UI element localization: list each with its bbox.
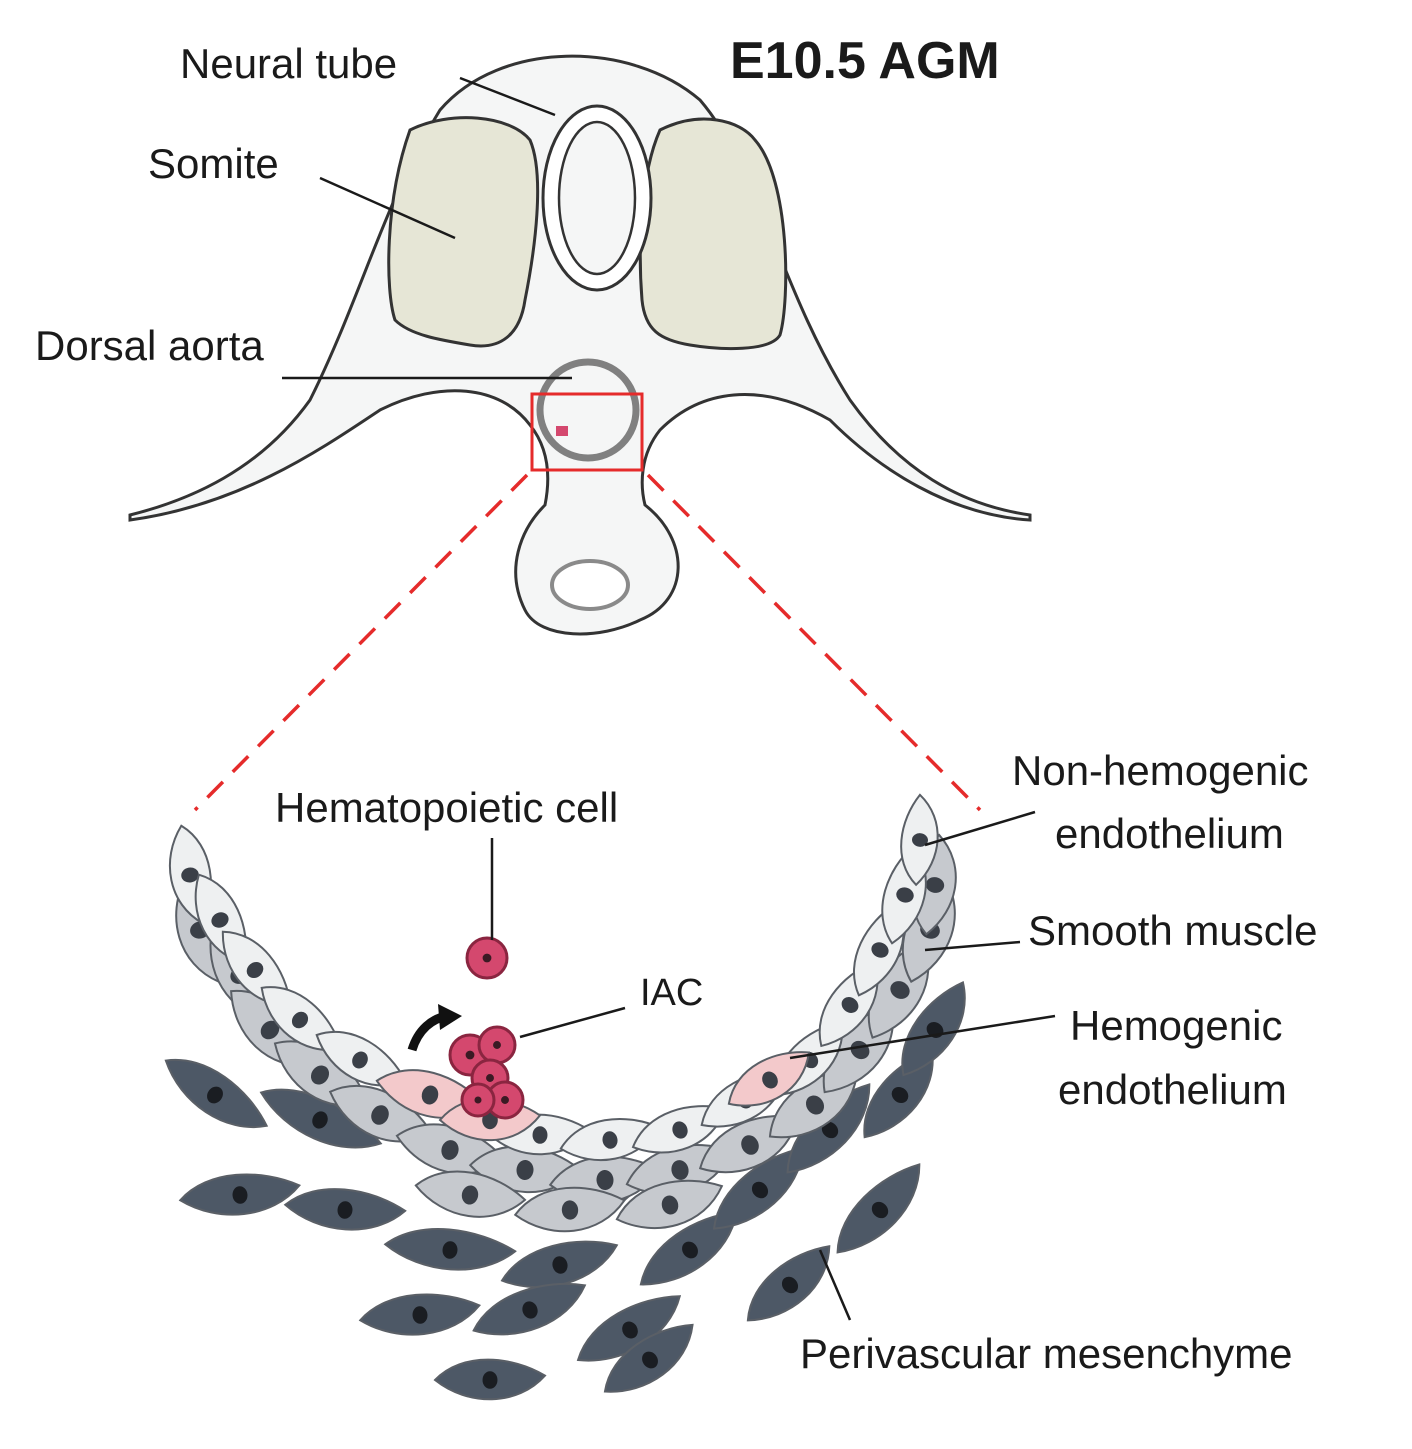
zoom-line-left [193, 473, 529, 812]
dorsal-aorta [536, 358, 640, 462]
label-hemogenic-2: endothelium [1058, 1066, 1287, 1113]
mesenchyme-cell [283, 1188, 407, 1231]
label-hemogenic-1: Hemogenic [1070, 1002, 1282, 1049]
figure-title: E10.5 AGM [730, 32, 1000, 90]
smooth-muscle-cell [414, 1170, 527, 1218]
somite-left [387, 116, 540, 348]
leader-neural-tube [459, 76, 556, 117]
label-somite: Somite [148, 140, 279, 187]
hemogenic-endothelial-cell [727, 1051, 811, 1107]
label-neural-tube: Neural tube [180, 40, 397, 87]
leader-non-hemogenic [924, 810, 1036, 847]
somite-right [638, 117, 788, 350]
mesenchyme-cell [259, 1088, 383, 1149]
label-smooth-muscle: Smooth muscle [1028, 907, 1317, 954]
smooth-muscle-cell [513, 1186, 626, 1233]
label-iac: IAC [640, 972, 703, 1014]
zoom-box [530, 392, 644, 472]
iac-mini [556, 426, 568, 436]
label-hematopoietic-cell: Hematopoietic cell [275, 784, 618, 831]
zoom-line-right [646, 473, 982, 812]
mesenchyme-cell [383, 1228, 517, 1271]
leader-smooth-muscle [924, 940, 1021, 952]
mesenchyme-cell [836, 1163, 921, 1254]
arrow-head-icon [438, 1004, 462, 1030]
endothelial-cell [900, 793, 939, 887]
vessel-wall-detail [164, 793, 966, 1401]
embryo-cross-section [128, 54, 1032, 812]
mesenchyme-cell [178, 1173, 301, 1216]
gut-structure [550, 559, 630, 611]
label-non-hemogenic-2: endothelium [1055, 810, 1284, 857]
label-dorsal-aorta: Dorsal aorta [35, 322, 264, 369]
label-perivascular: Perivascular mesenchyme [800, 1330, 1293, 1377]
smooth-muscle-cell [615, 1179, 724, 1230]
mesenchyme-cell [786, 1083, 871, 1174]
leader-somite [319, 176, 456, 240]
embryo-body [128, 54, 1032, 636]
endothelial-cell [315, 1030, 407, 1087]
leader-iac [519, 1006, 626, 1039]
mesenchyme-cell [358, 1293, 481, 1336]
mesenchyme-cell [746, 1245, 831, 1322]
leader-perivascular [818, 1249, 852, 1321]
mesenchyme-cell [603, 1323, 694, 1393]
leader-hemogenic [789, 1014, 1056, 1060]
mesenchyme-cell [472, 1282, 587, 1336]
endothelial-cell [559, 1117, 660, 1162]
mesenchyme-cell [576, 1295, 682, 1362]
label-non-hemogenic-1: Non-hemogenic [1012, 747, 1309, 794]
mesenchyme-cell [433, 1358, 547, 1401]
neural-tube-lumen [557, 120, 637, 276]
mesenchyme-cell [164, 1058, 269, 1129]
